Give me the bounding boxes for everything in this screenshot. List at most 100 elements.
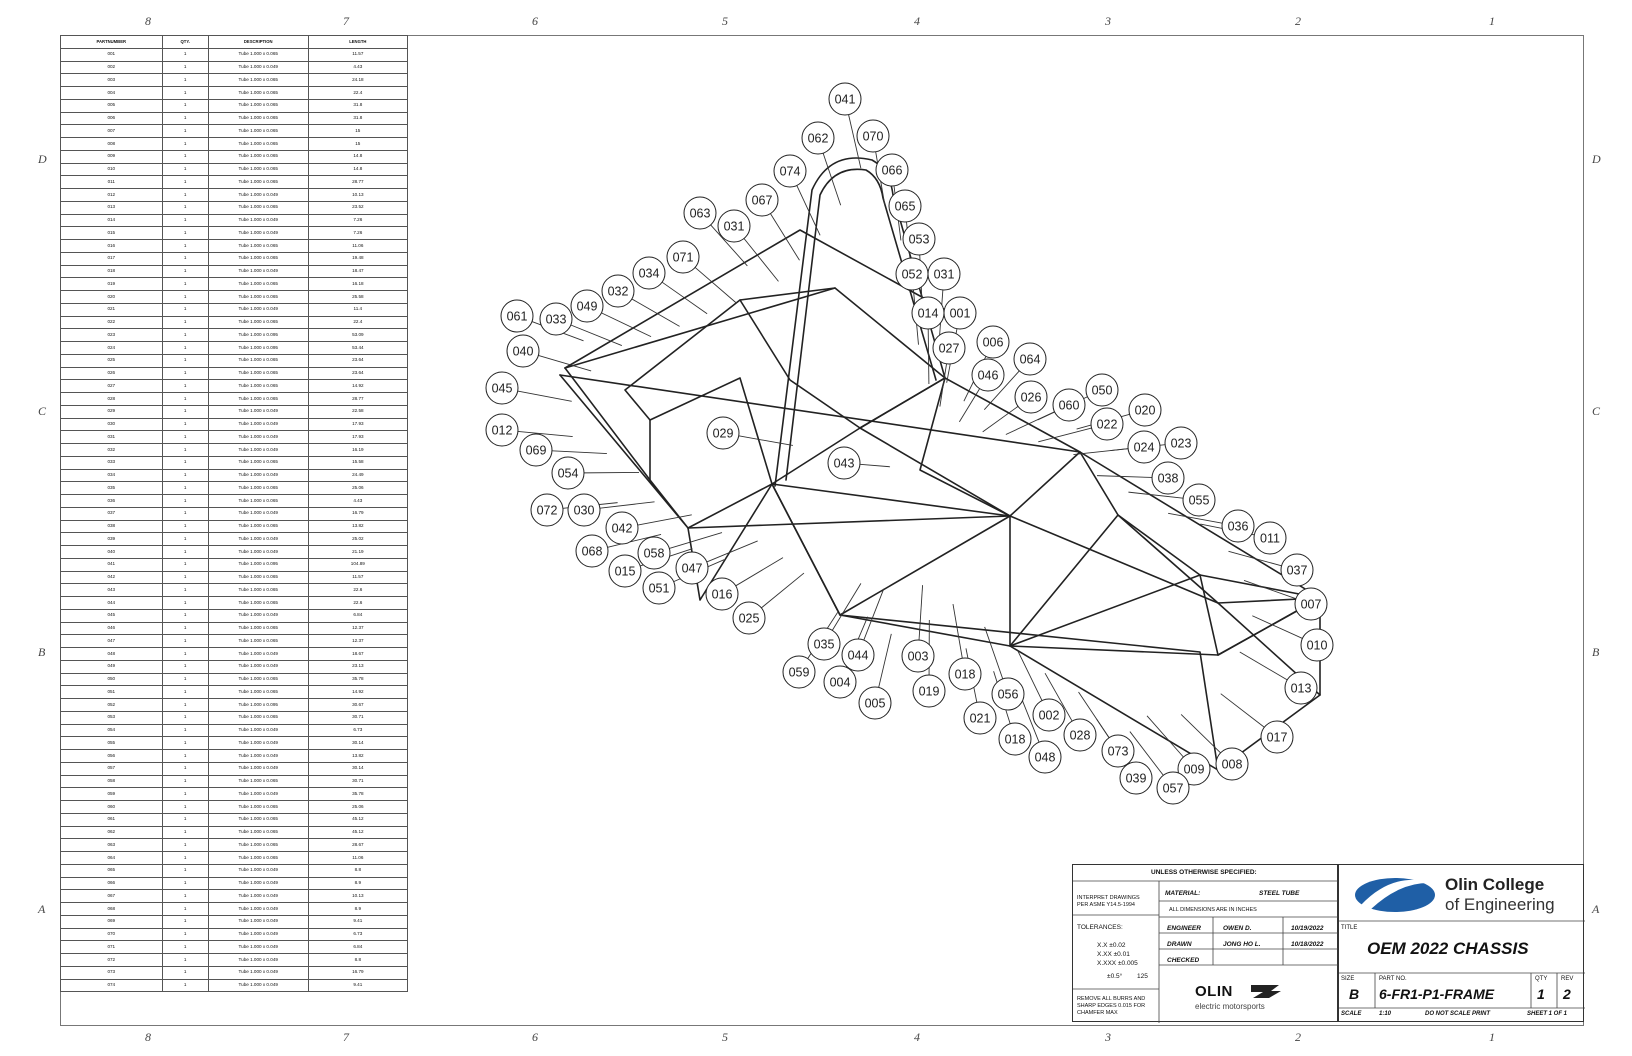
balloon-callout: 068 xyxy=(575,534,609,568)
balloon-callout: 045 xyxy=(485,371,519,405)
balloon-label: 071 xyxy=(673,251,694,265)
balloon-label: 066 xyxy=(882,164,903,178)
balloon-circle xyxy=(485,371,519,405)
balloon-callout: 042 xyxy=(605,511,639,545)
size-label: SIZE xyxy=(1341,976,1355,982)
balloon-callout: 022 xyxy=(1090,407,1124,441)
leader-line xyxy=(706,540,758,563)
interpret-line-2: PER ASME Y14.5-1994 xyxy=(1077,902,1135,908)
balloon-circle xyxy=(1177,752,1211,786)
leader-line xyxy=(1128,491,1184,499)
tolerance-3: X.XXX ±0.005 xyxy=(1097,960,1138,967)
balloon-circle xyxy=(575,534,609,568)
balloon-circle xyxy=(1028,740,1062,774)
zone-col-bottom: 2 xyxy=(1295,1030,1301,1044)
balloon-callout: 033 xyxy=(539,302,573,336)
leader-line xyxy=(939,363,947,407)
qty-value: 1 xyxy=(1537,986,1545,1002)
balloon-label: 062 xyxy=(808,132,829,146)
balloon-circle xyxy=(530,493,564,527)
balloon-callout: 035 xyxy=(807,627,841,661)
balloon-callout: 054 xyxy=(551,456,585,490)
balloon-circle xyxy=(1090,407,1124,441)
balloon-circle xyxy=(1260,720,1294,754)
role-drawn: DRAWN xyxy=(1167,941,1192,948)
leader-line xyxy=(982,406,1019,433)
leader-line xyxy=(952,603,963,659)
balloon-label: 030 xyxy=(574,504,595,518)
balloon-label: 043 xyxy=(834,457,855,471)
balloon-callout: 046 xyxy=(971,358,1005,392)
balloon-callout: 049 xyxy=(570,289,604,323)
sheet-number: SHEET 1 OF 1 xyxy=(1527,1011,1568,1017)
leader-line xyxy=(517,390,572,402)
balloon-circle xyxy=(539,302,573,336)
balloon-circle xyxy=(782,655,816,689)
balloon-label: 016 xyxy=(712,588,733,602)
zone-col-bottom: 4 xyxy=(914,1030,920,1044)
balloon-callout: 055 xyxy=(1182,483,1216,517)
balloon-circle xyxy=(732,601,766,635)
leader-line xyxy=(770,213,800,261)
balloon-label: 073 xyxy=(1108,745,1129,759)
balloon-callout: 023 xyxy=(1164,426,1198,460)
balloon-circle xyxy=(998,722,1032,756)
leader-line xyxy=(848,114,862,169)
college-logo-icon xyxy=(1355,878,1435,912)
leader-line xyxy=(743,238,779,282)
title-label: TITLE xyxy=(1341,925,1358,931)
zone-col-top: 1 xyxy=(1489,14,1495,28)
zone-col-bottom: 8 xyxy=(145,1030,151,1044)
balloon-circle xyxy=(1013,342,1047,376)
diag-5 xyxy=(771,483,1011,616)
balloon-circle xyxy=(1052,388,1086,422)
leader-line xyxy=(1220,693,1265,728)
balloon-label: 053 xyxy=(909,233,930,247)
balloon-circle xyxy=(506,334,540,368)
balloon-callout: 069 xyxy=(519,433,553,467)
balloon-label: 032 xyxy=(608,285,629,299)
zone-row-right: B xyxy=(1592,645,1600,659)
balloon-callout: 008 xyxy=(1215,747,1249,781)
balloon-circle xyxy=(683,196,717,230)
balloon-label: 018 xyxy=(955,668,976,682)
motorsports-logo-text: OLIN xyxy=(1195,983,1233,1000)
balloon-label: 051 xyxy=(649,582,670,596)
zone-col-top: 5 xyxy=(722,14,728,28)
balloon-label: 017 xyxy=(1267,731,1288,745)
zone-col-top: 8 xyxy=(145,14,151,28)
balloon-callout: 072 xyxy=(530,493,564,527)
leader-line xyxy=(517,431,573,438)
balloon-circle xyxy=(717,209,751,243)
diag-4 xyxy=(1009,514,1219,647)
balloon-circle xyxy=(912,674,946,708)
surface-finish: 125 xyxy=(1137,973,1148,980)
leader-line xyxy=(1239,651,1288,681)
leader-line xyxy=(1180,714,1221,754)
zone-col-top: 4 xyxy=(914,14,920,28)
balloon-label: 038 xyxy=(1158,472,1179,486)
balloon-label: 018 xyxy=(1005,733,1026,747)
drawn-name: JONG HO L. xyxy=(1223,941,1261,948)
leader-line xyxy=(1243,580,1297,600)
leader-line xyxy=(669,532,723,549)
lower-rail-left xyxy=(687,515,1321,604)
balloon-label: 046 xyxy=(978,369,999,383)
balloon-callout: 006 xyxy=(976,325,1010,359)
balloon-circle xyxy=(1119,761,1153,795)
drawn-date: 10/18/2022 xyxy=(1291,941,1324,948)
diag-6 xyxy=(1009,574,1219,656)
balloon-circle xyxy=(485,413,519,447)
